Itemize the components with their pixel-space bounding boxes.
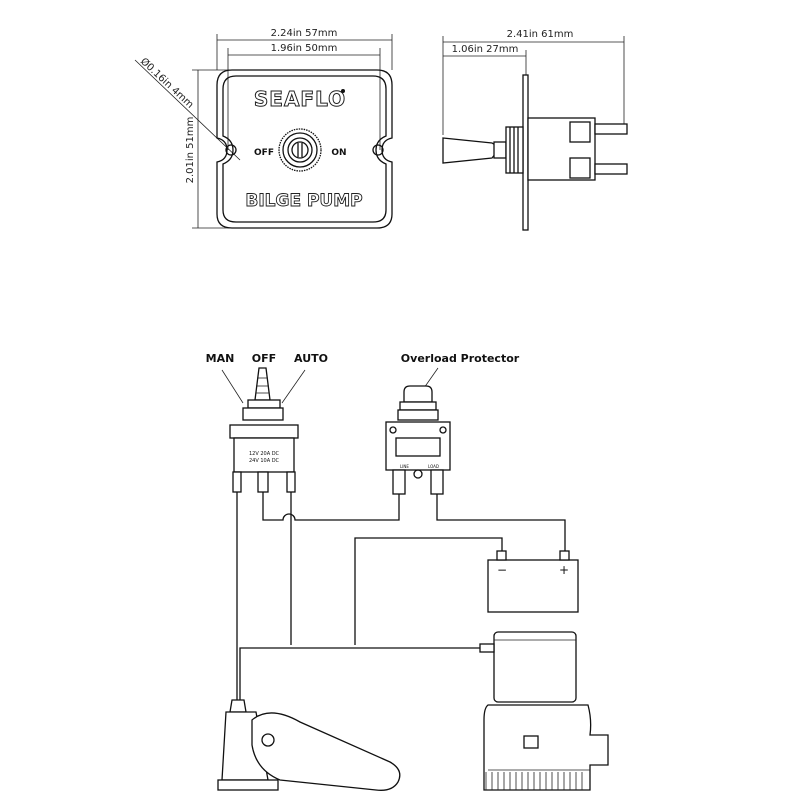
switch-position-off: OFF [252, 352, 276, 365]
protector-load: LOAD [428, 464, 439, 469]
dim-hole-diameter: Ø0.16in 4mm [138, 55, 196, 110]
bilge-pump-label: BILGE PUMP [245, 191, 362, 211]
protector-line: LINE [400, 464, 409, 469]
float-switch [217, 699, 401, 791]
bilge-pump [479, 631, 609, 791]
panel-plate [522, 74, 529, 231]
panel-inner-outline [222, 75, 387, 223]
seaflo-logo: SEAFLO [254, 87, 346, 111]
switch-rating-2: 24V 10A DC [249, 458, 280, 464]
mounting-hole-left [225, 144, 237, 156]
switch-knob [278, 128, 322, 172]
on-label: ON [331, 148, 346, 158]
front-view: 2.24in 57mm 1.96in 50mm 2.01in 51mm Ø0.1… [134, 28, 393, 229]
mounting-hole-right [372, 144, 384, 156]
off-label: OFF [254, 148, 274, 158]
dim-total-depth: 2.41in 61mm [507, 29, 574, 40]
battery-negative: − [497, 563, 507, 577]
wiring-diagram: MAN OFF AUTO 12V 20A DC 24V 10A DC Overl… [206, 352, 609, 791]
side-view: 2.41in 61mm 1.06in 27mm [442, 29, 628, 231]
battery: − + [487, 550, 579, 613]
battery-positive: + [559, 563, 569, 577]
toggle-switch: 12V 20A DC 24V 10A DC [229, 367, 299, 493]
dim-hole-spacing: 1.96in 50mm [271, 43, 338, 54]
switch-rating-1: 12V 20A DC [249, 451, 280, 457]
dim-overall-width: 2.24in 57mm [271, 28, 338, 39]
toggle-lever [442, 137, 501, 164]
terminal-top [594, 123, 628, 135]
overload-protector-label: Overload Protector [401, 352, 520, 365]
dim-front-depth: 1.06in 27mm [452, 44, 519, 55]
panel-outline [216, 69, 393, 229]
switch-position-man: MAN [206, 352, 235, 365]
dim-line-hole-diameter [134, 59, 241, 161]
terminal-bottom [594, 163, 628, 175]
switch-position-auto: AUTO [294, 352, 328, 365]
dim-height: 2.01in 51mm [185, 117, 196, 184]
overload-protector: LINE LOAD [385, 385, 451, 495]
